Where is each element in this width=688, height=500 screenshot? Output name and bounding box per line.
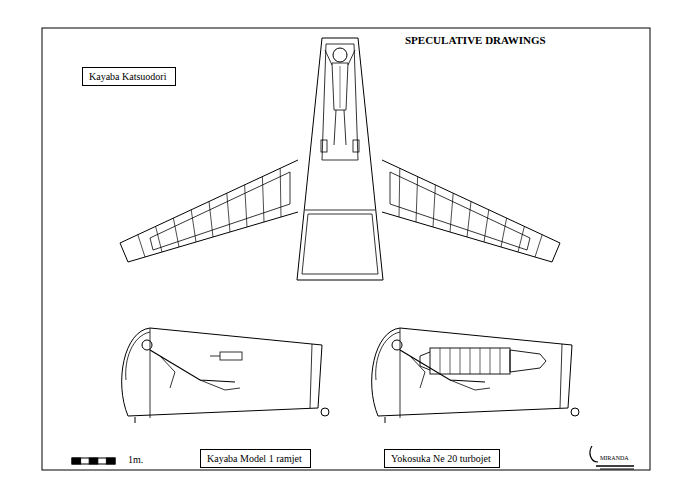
- box-text: Kayaba Model 1 ramjet: [207, 453, 304, 464]
- sheet-title: SPECULATIVE DRAWINGS: [405, 34, 546, 46]
- caption-box: Yokosuka Ne 20 turbojet: [384, 449, 500, 468]
- box-text: Kayaba Katsuodori: [89, 71, 169, 82]
- scale-label: 1m.: [128, 454, 143, 465]
- signature-mark: MIRANDA: [600, 455, 629, 461]
- caption-box: Kayaba Model 1 ramjet: [200, 449, 311, 468]
- title-box: Kayaba Katsuodori: [82, 67, 176, 86]
- box-text: Yokosuka Ne 20 turbojet: [391, 453, 493, 464]
